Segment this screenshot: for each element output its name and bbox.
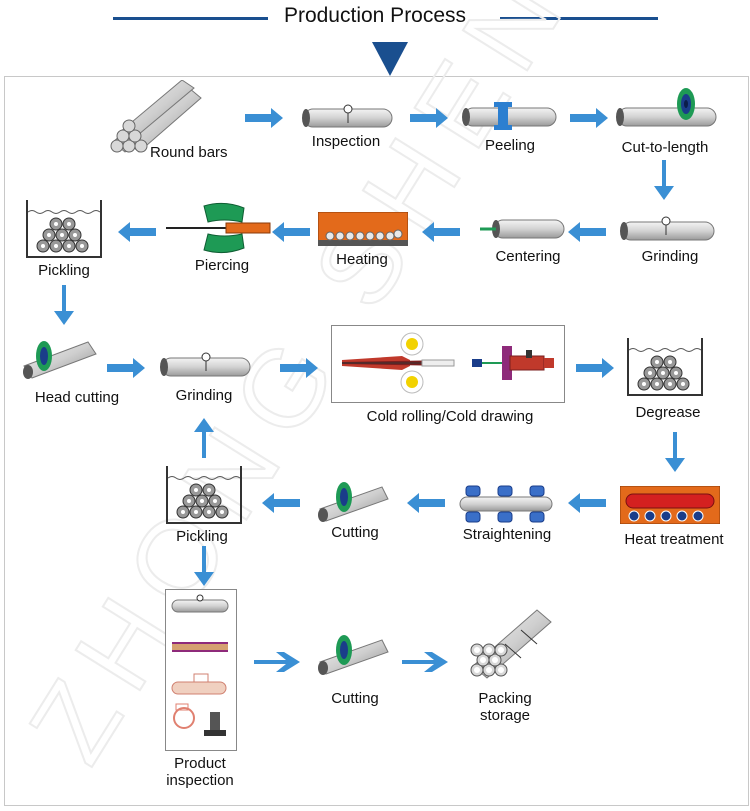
inspection-illustration	[302, 104, 393, 128]
step-label-round-bars: Round bars	[150, 144, 228, 161]
arrow-left-icon	[118, 222, 156, 242]
step-label-degrease: Degrease	[635, 404, 701, 421]
step-label-pickling-2: Pickling	[176, 528, 228, 545]
centering-illustration	[480, 219, 565, 239]
arrow-down-icon	[54, 285, 74, 325]
process-panel	[4, 76, 749, 806]
arrow-right-icon	[570, 108, 608, 128]
peeling-illustration	[462, 102, 557, 130]
arrow-left-icon	[407, 493, 445, 513]
cut-to-length-illustration	[616, 88, 717, 127]
straightening-illustration	[459, 485, 553, 523]
arrow-right-icon	[576, 358, 614, 378]
arrow-right-icon	[410, 108, 448, 128]
pickling-tank-illustration	[26, 200, 102, 258]
product-inspection-box	[165, 589, 237, 751]
head-cutting-illustration	[23, 341, 97, 379]
step-label-pickling: Pickling	[38, 262, 90, 279]
cold-rolling-box	[331, 325, 565, 403]
arrow-left-icon	[272, 222, 310, 242]
cutting-illustration	[318, 482, 389, 522]
cold-rolling-illustration	[342, 332, 554, 394]
step-label-peeling: Peeling	[484, 137, 536, 154]
arrow-down-icon	[654, 160, 674, 200]
piercing-illustration	[166, 202, 271, 254]
product-inspection-illustration	[171, 594, 229, 736]
step-label-grinding: Grinding	[641, 248, 699, 265]
arrow-right-icon	[245, 108, 283, 128]
arrow-right-icon	[254, 652, 300, 672]
arrow-right-icon	[107, 358, 145, 378]
step-label-straightening: Straightening	[462, 526, 552, 543]
step-label-centering: Centering	[495, 248, 561, 265]
page-title: Production Process	[0, 4, 750, 28]
grinding-illustration	[620, 216, 715, 241]
grinding-illustration-2	[160, 352, 251, 377]
step-label-grinding-2: Grinding	[175, 387, 233, 404]
heating-illustration	[318, 212, 408, 246]
step-label-cutting-2: Cutting	[331, 690, 379, 707]
arrow-left-icon	[568, 222, 606, 242]
cutting-illustration-2	[318, 635, 389, 675]
arrow-up-icon	[194, 418, 214, 458]
step-label-heating: Heating	[336, 251, 388, 268]
packing-storage-illustration	[470, 609, 552, 679]
step-label-heat-treatment: Heat treatment	[624, 531, 724, 548]
step-label-cold-rolling: Cold rolling/Cold drawing	[366, 408, 534, 425]
step-label-packing-storage: Packing storage	[478, 690, 532, 724]
heat-treatment-illustration	[620, 486, 720, 524]
arrow-right-icon	[280, 358, 318, 378]
arrow-left-icon	[568, 493, 606, 513]
step-label-product-inspection: Product inspection	[166, 755, 234, 789]
arrow-right-icon	[402, 652, 448, 672]
arrow-left-icon	[262, 493, 300, 513]
step-label-cut-to-length: Cut-to-length	[621, 139, 709, 156]
degrease-tank-illustration	[627, 338, 703, 396]
arrow-down-icon	[194, 546, 214, 586]
title-line-left	[113, 17, 268, 20]
title-down-arrow-icon	[372, 42, 408, 76]
arrow-down-icon	[665, 432, 685, 472]
title-line-right	[500, 17, 658, 20]
step-label-cutting: Cutting	[331, 524, 379, 541]
arrow-left-icon	[422, 222, 460, 242]
step-label-inspection: Inspection	[311, 133, 381, 150]
round-bars-illustration	[110, 80, 202, 153]
step-label-head-cutting: Head cutting	[34, 389, 120, 406]
step-label-piercing: Piercing	[194, 257, 250, 274]
pickling-tank-illustration-2	[166, 466, 242, 524]
